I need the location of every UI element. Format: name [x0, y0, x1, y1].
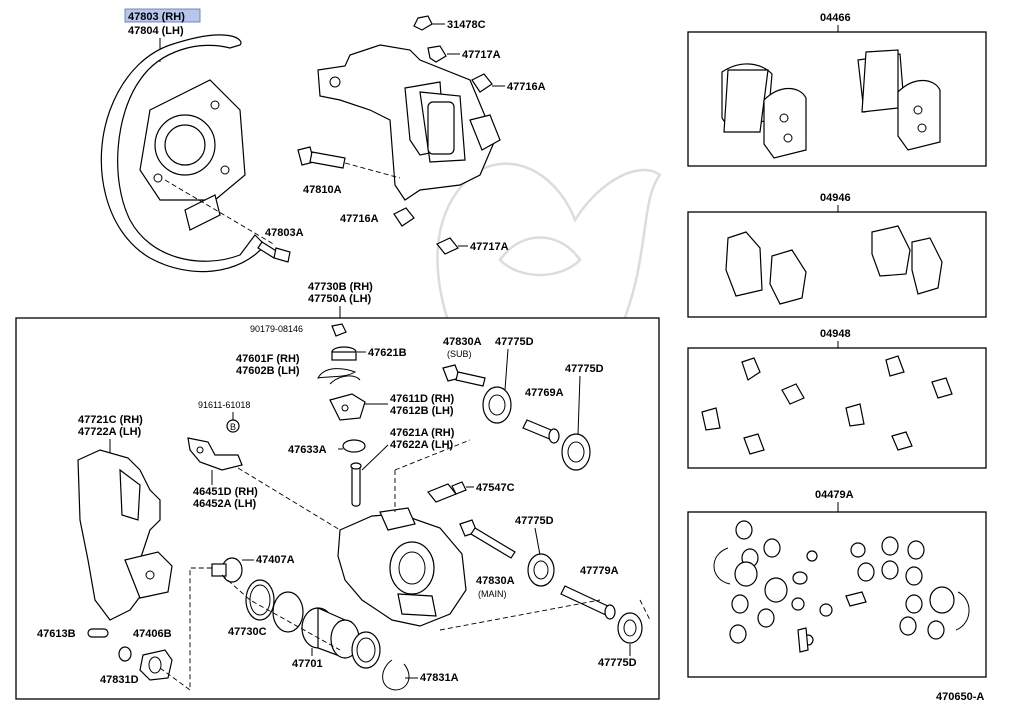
cap-47633a-part	[342, 439, 366, 453]
kit-04479a-code[interactable]: 04479A	[815, 489, 854, 501]
label-47716a-top[interactable]: 47716A	[507, 81, 546, 93]
caliper-body-part	[337, 507, 467, 627]
pin-bolt-sub-part	[442, 364, 486, 387]
kit-04948-box	[687, 347, 987, 469]
label-47730b-rh[interactable]: 47730B (RH)	[308, 281, 373, 293]
label-47831d[interactable]: 47831D	[100, 674, 139, 686]
label-main-note: (MAIN)	[478, 589, 507, 599]
label-47716a-bottom[interactable]: 47716A	[340, 213, 379, 225]
label-91611-61018[interactable]: 91611-61018	[198, 400, 250, 410]
label-47779a[interactable]: 47779A	[580, 565, 619, 577]
label-47803-rh[interactable]: 47803 (RH)	[128, 11, 185, 23]
kit-04479a-seals	[713, 520, 970, 653]
label-47621b[interactable]: 47621B	[368, 347, 407, 359]
clip-47717a-bottom-part	[436, 237, 459, 255]
label-47547c[interactable]: 47547C	[476, 482, 515, 494]
label-47612b-lh[interactable]: 47612B (LH)	[390, 405, 454, 417]
label-47775d-d[interactable]: 47775D	[598, 657, 637, 669]
sensor-47406b-part	[139, 649, 173, 681]
plate-47611d-part	[329, 393, 366, 421]
nipple-part	[331, 323, 347, 337]
label-47775d-c[interactable]: 47775D	[515, 515, 554, 527]
mounting-support-part	[317, 44, 501, 201]
seal-part	[351, 631, 381, 669]
label-47717a-top[interactable]: 47717A	[462, 49, 501, 61]
label-46451d-rh[interactable]: 46451D (RH)	[193, 486, 258, 498]
boot-47775d-c-part	[527, 553, 555, 587]
label-47601f-rh[interactable]: 47601F (RH)	[236, 353, 300, 365]
washer-47831d-part	[118, 646, 132, 662]
label-47803a[interactable]: 47803A	[265, 227, 304, 239]
bleeder-47547c-part	[427, 481, 467, 503]
label-47769a[interactable]: 47769A	[525, 387, 564, 399]
label-47730c[interactable]: 47730C	[228, 626, 267, 638]
label-bolt-mark: B	[230, 422, 236, 432]
label-47775d-b[interactable]: 47775D	[565, 363, 604, 375]
label-31478c[interactable]: 31478C	[447, 19, 486, 31]
label-47775d-a[interactable]: 47775D	[495, 336, 534, 348]
boot-47775d-b-part	[561, 433, 591, 471]
bushing-47769a-part	[522, 419, 560, 444]
footer-code: 470650-A	[936, 691, 984, 703]
label-47722a-lh[interactable]: 47722A (LH)	[78, 426, 142, 438]
label-47721c-rh[interactable]: 47721C (RH)	[78, 414, 143, 426]
ring-47831a-part	[382, 659, 410, 691]
clip-47717a-top-part	[427, 45, 447, 63]
boot-47775d-a-part	[482, 386, 512, 424]
label-sub-note: (SUB)	[447, 349, 472, 359]
pin-bolt-main-part	[459, 519, 516, 559]
kit-04946-shims	[725, 225, 943, 305]
label-47406b[interactable]: 47406B	[133, 628, 172, 640]
kit-04948-clips	[701, 355, 953, 455]
pin-47613b-part	[87, 628, 109, 638]
spring-part	[317, 368, 361, 385]
label-47611d-rh[interactable]: 47611D (RH)	[390, 393, 455, 405]
kit-04466-pads	[721, 49, 941, 159]
clip-47716a-bottom-part	[393, 207, 415, 227]
label-47717a-bottom[interactable]: 47717A	[470, 241, 509, 253]
bolt-47810a-part	[297, 146, 346, 169]
guide-pin-part	[350, 462, 362, 507]
kit-04948-code[interactable]: 04948	[820, 328, 851, 340]
label-47831a[interactable]: 47831A	[420, 672, 459, 684]
cap-47621b-part	[331, 346, 357, 361]
label-47622a-lh[interactable]: 47622A (LH)	[390, 439, 454, 451]
label-90179-08146[interactable]: 90179-08146	[250, 324, 303, 334]
label-47750a-lh[interactable]: 47750A (LH)	[308, 293, 372, 305]
label-47830a-main[interactable]: 47830A	[476, 575, 515, 587]
label-47602b-lh[interactable]: 47602B (LH)	[236, 365, 300, 377]
caliper-bracket-part	[77, 449, 173, 621]
label-47701[interactable]: 47701	[292, 658, 323, 670]
ring-47730c-part	[245, 579, 304, 633]
label-47804-lh[interactable]: 47804 (LH)	[128, 25, 184, 37]
label-47830a-sub[interactable]: 47830A	[443, 336, 482, 348]
kit-04946-code[interactable]: 04946	[820, 192, 851, 204]
screw-47803a-part	[257, 241, 291, 263]
highlight-box	[124, 8, 201, 23]
label-46452a-lh[interactable]: 46452A (LH)	[193, 498, 257, 510]
kit-04466-code[interactable]: 04466	[820, 12, 851, 24]
dust-shield-part	[100, 34, 266, 273]
label-47407a[interactable]: 47407A	[256, 554, 295, 566]
lever-46451d-part	[187, 437, 243, 471]
label-47633a[interactable]: 47633A	[288, 444, 327, 456]
label-47613b[interactable]: 47613B	[37, 628, 76, 640]
boot-47775d-d-part	[617, 612, 643, 644]
fitting-47407a-part	[211, 557, 243, 583]
label-47810a[interactable]: 47810A	[303, 184, 342, 196]
sleeve-47779a-part	[560, 585, 616, 620]
clip-47716a-top-part	[471, 73, 493, 93]
bolt-31478c-part	[413, 15, 433, 31]
label-47621a-rh[interactable]: 47621A (RH)	[390, 427, 455, 439]
